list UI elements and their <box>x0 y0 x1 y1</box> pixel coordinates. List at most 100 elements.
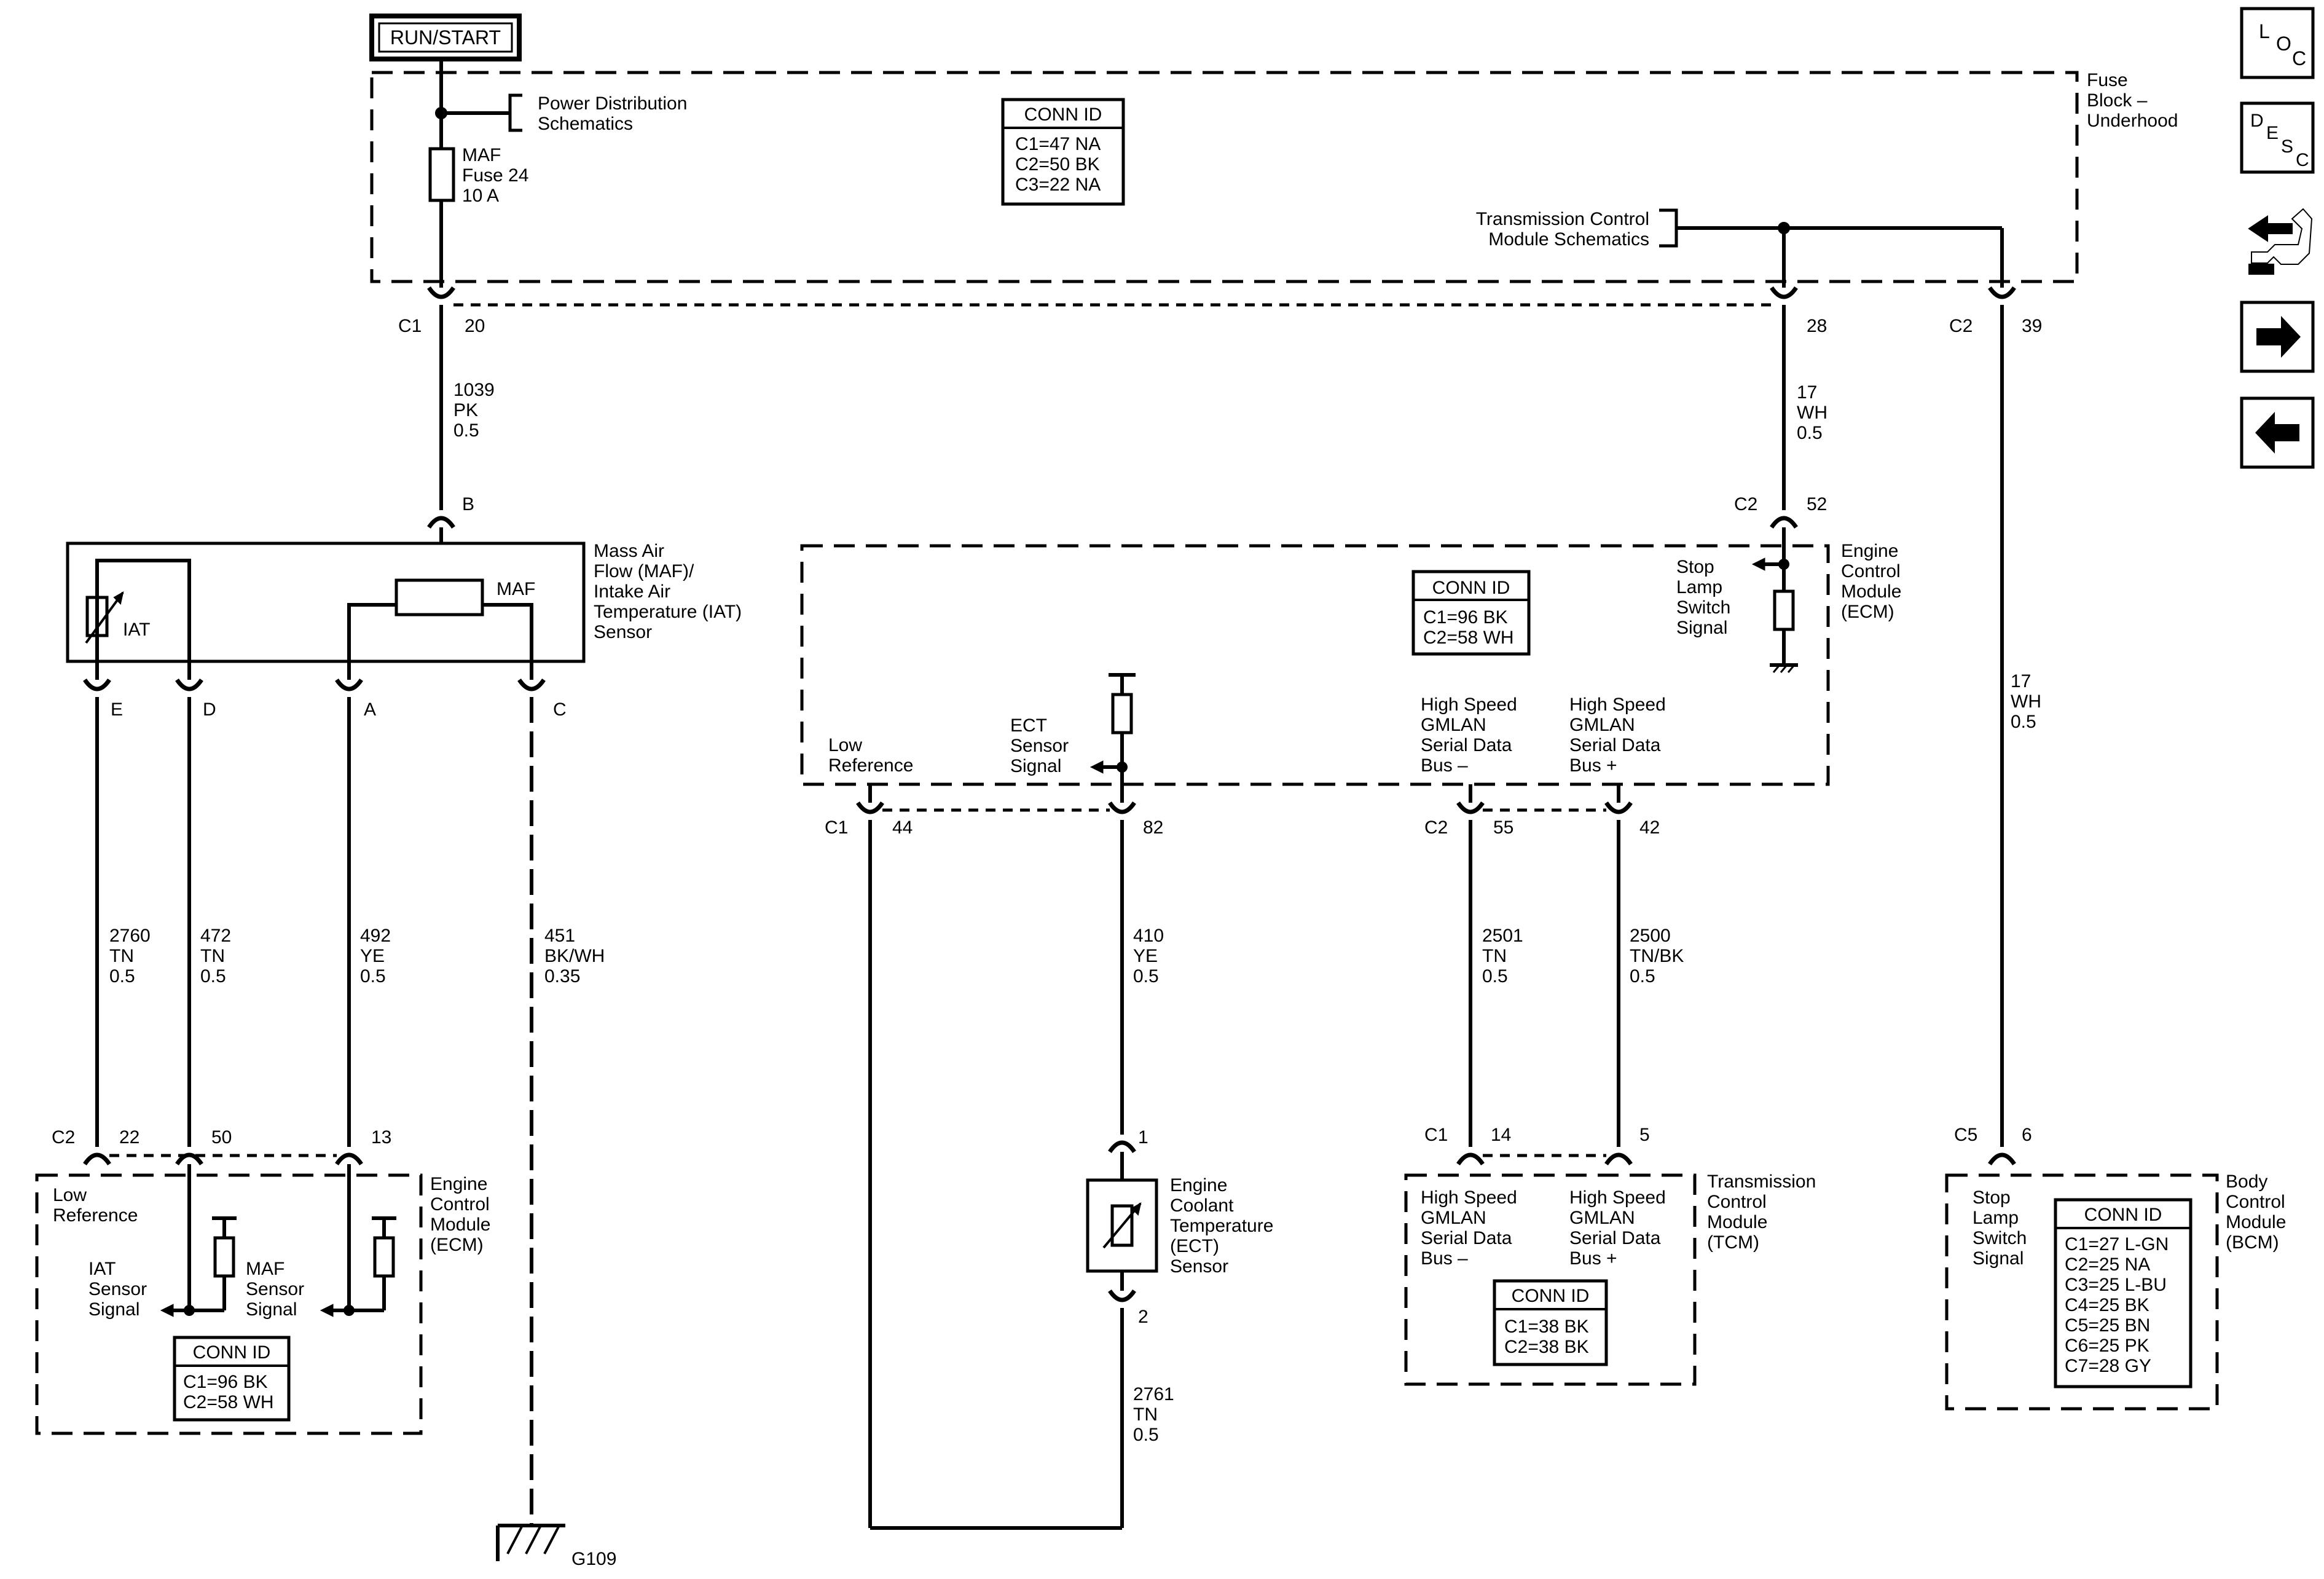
wire-451-line: BK/WH <box>544 946 605 966</box>
maf-iat-sensor-name-line: Flow (MAF)/ <box>594 561 694 581</box>
conn-id-title: CONN ID <box>1512 1286 1590 1306</box>
iat-label: IAT <box>123 620 150 640</box>
wire-17-wh-line: WH <box>1797 403 1827 423</box>
wire-451-line: 0.35 <box>544 966 580 986</box>
wire-472-line: 472 <box>200 926 231 946</box>
low-reference-line: Reference <box>828 755 913 776</box>
maf-iat-sensor-box <box>66 541 586 663</box>
wire-410-line: 0.5 <box>1133 966 1159 986</box>
conn-id-row-line: C7=28 GY <box>2065 1356 2151 1376</box>
ect-sensor-name-line: Sensor <box>1170 1256 1228 1277</box>
pin-5: 5 <box>1639 1125 1650 1145</box>
tcm-hs-gmlan-bus-plus-line: Bus + <box>1569 1248 1617 1269</box>
fuse-block-name-line: Fuse <box>2087 70 2128 90</box>
bcm-boundary <box>1945 1173 2219 1411</box>
conn-id-title: CONN ID <box>2084 1205 2162 1225</box>
wire-2761-line: 0.5 <box>1133 1425 1159 1445</box>
pin-13: 13 <box>371 1127 391 1148</box>
hs-gmlan-bus-minus-line: Serial Data <box>1421 735 1512 755</box>
wire-1039-line: 0.5 <box>453 420 479 441</box>
iat-sensor-signal-line: Sensor <box>88 1279 147 1299</box>
stop-lamp-signal-line: Lamp <box>1676 577 1722 597</box>
tcm-hs-gmlan-bus-minus-line: High Speed <box>1421 1187 1517 1208</box>
tcm-name-line: Module <box>1707 1212 1767 1232</box>
hs-gmlan-bus-plus-line: High Speed <box>1569 695 1666 715</box>
wire-2500-line: 0.5 <box>1630 966 1655 986</box>
bcm-stop-lamp-signal-line: Signal <box>1973 1248 2024 1269</box>
ecm-left-name-line: (ECM) <box>430 1235 484 1255</box>
desc-letter[interactable]: C <box>2296 150 2309 170</box>
pin-44: 44 <box>892 817 913 838</box>
maf-fuse-label-line: Fuse 24 <box>462 165 528 186</box>
pin-14: 14 <box>1491 1125 1511 1145</box>
loc-letter[interactable]: C <box>2292 47 2306 69</box>
bcm-name-line: Control <box>2226 1192 2285 1212</box>
maf-iat-sensor-name-line: Mass Air <box>594 541 664 561</box>
conn-id-row-line: C5=25 BN <box>2065 1315 2150 1336</box>
maf-element-label: MAF <box>497 579 535 599</box>
previous-arrow-icon[interactable] <box>2255 412 2299 454</box>
loc-button[interactable] <box>2240 7 2315 79</box>
connector-c2: C2 <box>1734 494 1757 514</box>
desc-letter[interactable]: E <box>2266 123 2279 143</box>
maf-fuse-label-line: 10 A <box>462 186 499 206</box>
component-view-icon[interactable] <box>2248 208 2313 275</box>
next-arrow-icon[interactable] <box>2256 316 2301 358</box>
wire-451-line: 451 <box>544 926 575 946</box>
ground-g109: G109 <box>571 1549 616 1569</box>
hs-gmlan-bus-plus-line: GMLAN <box>1569 715 1635 735</box>
ect-sensor-signal-line: Signal <box>1010 756 1061 776</box>
desc-letter[interactable]: D <box>2250 111 2264 131</box>
loc-letter[interactable]: O <box>2276 33 2291 55</box>
pin-c: C <box>553 699 567 720</box>
bcm-name-line: Module <box>2226 1212 2286 1232</box>
stop-lamp-signal-line: Stop <box>1676 557 1714 577</box>
connector-c1: C1 <box>1424 1125 1448 1145</box>
ecm-left-name-line: Module <box>430 1215 490 1235</box>
stop-lamp-signal-line: Signal <box>1676 618 1727 638</box>
fuse-block-name-line: Block – <box>2087 90 2148 111</box>
loc-letter[interactable]: L <box>2259 20 2270 42</box>
low-reference-line: Reference <box>53 1205 138 1226</box>
bcm-stop-lamp-signal-line: Stop <box>1973 1187 2011 1208</box>
maf-sensor-signal-line: Sensor <box>246 1279 304 1299</box>
maf-iat-sensor-name-line: Intake Air <box>594 581 670 602</box>
wire-472-line: 0.5 <box>200 966 226 986</box>
ect-sensor-name-line: Engine <box>1170 1175 1227 1195</box>
tcm-boundary <box>1404 1173 1697 1386</box>
tcm-schematics-line: Module Schematics <box>1488 229 1649 250</box>
tcm-hs-gmlan-bus-minus-line: Bus – <box>1421 1248 1468 1269</box>
ecm-left-boundary <box>35 1173 423 1435</box>
wire-2761-line: 2761 <box>1133 1384 1174 1404</box>
wire-2500-line: 2500 <box>1630 926 1671 946</box>
bcm-name-line: Body <box>2226 1171 2267 1192</box>
conn-id-row-line: C1=38 BK <box>1504 1317 1589 1337</box>
fuse-block-conn-id <box>1001 98 1125 206</box>
ecm-top-name-line: Control <box>1841 561 1901 581</box>
hs-gmlan-bus-plus-line: Serial Data <box>1569 735 1661 755</box>
tcm-hs-gmlan-bus-minus-line: GMLAN <box>1421 1208 1486 1228</box>
ecm-top-name-line: Engine <box>1841 541 1898 561</box>
next-button[interactable] <box>2240 301 2315 373</box>
desc-button[interactable] <box>2240 101 2315 174</box>
run-start-box <box>369 14 522 61</box>
maf-sensor-signal-line: Signal <box>246 1299 297 1320</box>
bcm-stop-lamp-signal-line: Lamp <box>1973 1208 2019 1228</box>
desc-letter[interactable]: S <box>2281 136 2293 157</box>
pin-e: E <box>111 699 123 720</box>
maf-fuse-label-line: MAF <box>462 145 501 165</box>
conn-id-row-line: C6=25 PK <box>2065 1336 2149 1356</box>
stop-lamp-signal-line: Switch <box>1676 597 1730 618</box>
previous-button[interactable] <box>2240 396 2315 469</box>
pin-b: B <box>462 494 474 514</box>
connector-c2: C2 <box>1424 817 1448 838</box>
wire-2760-line: 0.5 <box>109 966 135 986</box>
conn-id-row-line: C2=25 NA <box>2065 1254 2150 1275</box>
wire-410-line: YE <box>1133 946 1158 966</box>
ecm-left-name-line: Engine <box>430 1174 487 1194</box>
connector-c2: C2 <box>52 1127 75 1148</box>
hs-gmlan-bus-minus-line: Bus – <box>1421 755 1468 776</box>
conn-id-row-line: C1=47 NA <box>1015 134 1101 154</box>
connector-c1: C1 <box>398 316 422 336</box>
wire-492-line: 492 <box>360 926 391 946</box>
